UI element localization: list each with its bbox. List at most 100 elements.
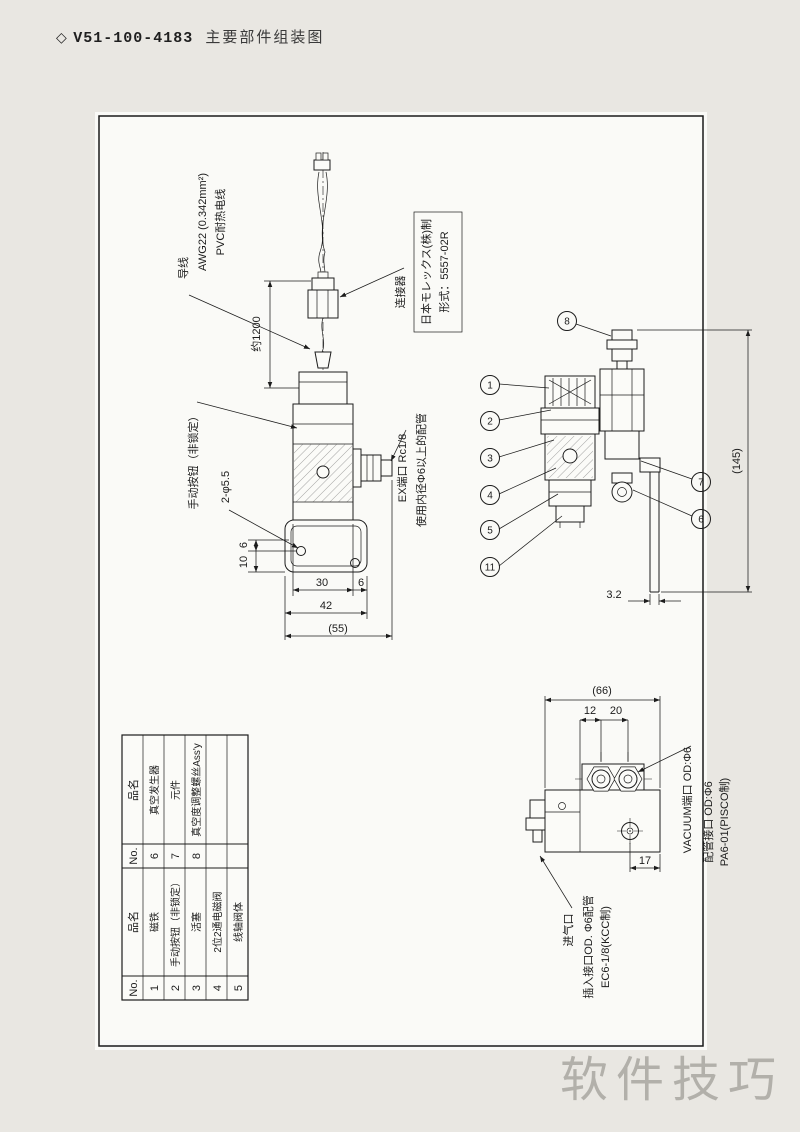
air-inlet-labels: 进气口 插入接口OD. Φ6配管 EC6-1/8(KCC制) (539, 855, 612, 999)
label-insert-note: 插入接口OD. Φ6配管 (581, 895, 595, 999)
label-ex-note: 使用内径Φ6以上的配管 (414, 413, 428, 527)
table-row-no: 3 (191, 985, 203, 991)
solenoid-valve-section (540, 375, 600, 528)
cable-end-connector (313, 152, 331, 171)
balloon-3 (480, 448, 500, 468)
manual-button-label: 手动按钮（非锁定） (186, 401, 298, 510)
leader-air-inlet (539, 855, 573, 909)
side-view: 约1200 导线 AWG22 (0.342mm²) PVC耐热电线 连接器 日本… (176, 152, 463, 640)
table-row-no: 7 (170, 853, 182, 859)
balloon-7 (691, 472, 711, 492)
mounting-hole-right (350, 558, 360, 568)
balloon-8-label: 8 (564, 317, 570, 328)
table-row-no: 4 (212, 985, 224, 991)
table-row-no: 8 (191, 853, 203, 859)
label-pipe-joint: 配管接口 OD:Φ6 (701, 781, 715, 863)
label-connector: 连接器 (394, 276, 407, 309)
table-row-name: 磁铁 (148, 912, 161, 932)
wire-to-valve (321, 317, 325, 353)
table-row-name: 2位2通电磁阀 (211, 891, 224, 952)
ex-port-labels: EX端口 Rc1/8 使用内径Φ6以上的配管 (390, 413, 428, 527)
table-row-no: 2 (170, 985, 182, 991)
balloon-5-label: 5 (487, 526, 493, 537)
front-view: 1 2 3 4 5 11 8 7 6 (480, 311, 752, 605)
table-header-name-1: 品名 (126, 911, 140, 933)
label-holes: 2-φ5.5 (220, 471, 232, 503)
leader-manual-button (196, 401, 298, 429)
air-inlet-fitting (525, 799, 546, 843)
balloon-2 (480, 411, 500, 431)
lead-wires (317, 171, 328, 279)
balloon-2-label: 2 (487, 417, 493, 428)
drawing-frame (98, 115, 704, 1047)
holes-label: 2-φ5.5 (220, 471, 299, 549)
bolt-hole (617, 818, 643, 844)
vacuum-port-labels: VACUUM端口 OD:Φ6 配管接口 OD:Φ6 PA6-01(PISCO制) (637, 745, 731, 866)
label-connector-model: 形式：5557-02R (438, 231, 451, 312)
diamond-icon: ◇ (56, 29, 68, 45)
balloon-11 (480, 557, 500, 577)
table-row-name: 真空发生器 (148, 765, 161, 815)
dim-10-vert: 10 (238, 556, 250, 568)
label-lead-wire: 导线 (176, 257, 190, 279)
muffler-fitting (611, 481, 633, 503)
dim-30: 30 (316, 577, 328, 589)
leader-vacuum-port (637, 745, 692, 773)
dim-17-group: 17 (629, 843, 661, 872)
label-vacuum-port: VACUUM端口 OD:Φ6 (681, 747, 694, 853)
dim-17: 17 (639, 855, 651, 867)
label-wire-spec1: AWG22 (0.342mm²) (197, 173, 209, 271)
watermark: 软件技巧 (560, 1054, 785, 1107)
drawing-title-text: 主要部件组装图 (205, 29, 325, 46)
mounting-plate (284, 519, 368, 573)
dim-pipe-width: 3.2 (606, 589, 681, 605)
dim-3-2: 3.2 (606, 589, 621, 601)
vacuum-generator-body (599, 368, 661, 593)
balloon-6-label: 6 (698, 515, 704, 526)
dim-42: 42 (320, 600, 332, 612)
dim-66-group: (66) (544, 685, 661, 788)
label-connector-maker: 日本モレックス(株)制 (419, 219, 433, 325)
leader-ex-port (390, 429, 407, 462)
table-header-name-2: 品名 (126, 779, 140, 801)
leader-lead-wire (188, 294, 311, 350)
dim-hole-position: 6 10 (238, 539, 296, 573)
dim-6: 6 (358, 577, 364, 589)
balloon-8 (557, 311, 577, 331)
leader-holes (228, 509, 299, 549)
dim-bottom-widths: 30 6 42 (55) (284, 480, 393, 640)
label-pipe-maker: PA6-01(PISCO制) (718, 778, 731, 866)
drawing-number: V51-100-4183 (73, 30, 194, 47)
balloon-7-label: 7 (698, 478, 704, 489)
molex-connector (307, 271, 339, 319)
bottom-view: (66) 12 20 17 VACUUM端口 OD:Φ6 配管接口 OD:Φ6 … (525, 685, 731, 999)
balloon-4 (480, 485, 500, 505)
balloon-callouts-left: 1 2 3 4 5 11 (480, 375, 563, 577)
table-row-no: 5 (233, 985, 245, 991)
balloon-11-label: 11 (485, 563, 496, 574)
connector-spec-box (413, 211, 463, 333)
mounting-hole-left (296, 546, 306, 556)
table-row-name: 活塞 (190, 912, 203, 932)
page-title: ◇ V51-100-4183 主要部件组装图 (56, 26, 324, 47)
dim-12: 12 (584, 705, 596, 717)
valve-body-side (292, 371, 354, 521)
table-header-no-1: No. (128, 979, 140, 996)
label-ex-port: EX端口 Rc1/8 (396, 434, 409, 502)
table-row-name: 手动按钮（非锁定） (169, 877, 182, 967)
label-insert-model: EC6-1/8(KCC制) (599, 906, 612, 988)
table-row-no: 6 (149, 853, 161, 859)
dim-20: 20 (610, 705, 622, 717)
balloon-callout-top: 8 (557, 311, 612, 337)
ex-port-fitting (352, 448, 393, 488)
balloon-5 (480, 520, 500, 540)
label-manual-button: 手动按钮（非锁定） (186, 411, 200, 510)
parts-table: No. 品名 No. 品名 1 磁铁 2 手动按钮（非锁定） 3 活塞 4 2位… (121, 734, 249, 1001)
dim-cable-length-label: 约1200 (250, 316, 263, 351)
table-row-name: 元件 (170, 780, 182, 800)
cable-grommet (314, 351, 332, 369)
balloon-1-label: 1 (487, 381, 493, 392)
connector-labels: 连接器 日本モレックス(株)制 形式：5557-02R (339, 211, 463, 333)
table-row-no: 1 (149, 985, 161, 991)
